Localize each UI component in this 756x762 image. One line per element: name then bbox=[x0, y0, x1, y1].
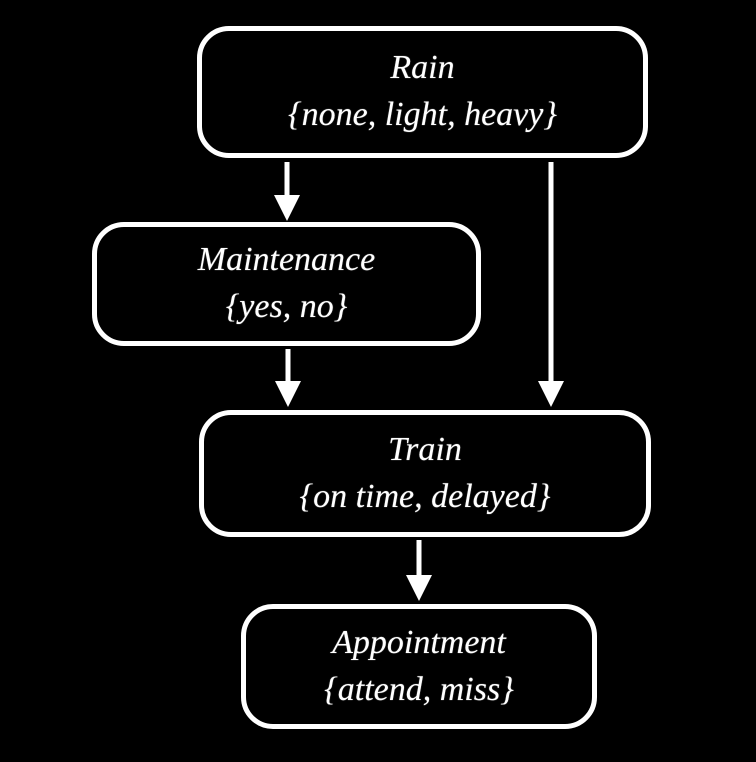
node-appointment-label: Appointment bbox=[332, 623, 506, 661]
edge-rain-to-maintenance-arrow bbox=[274, 162, 300, 221]
node-appointment-values: {attend, miss} bbox=[324, 670, 514, 708]
node-train-values: {on time, delayed} bbox=[299, 477, 551, 515]
node-maintenance: Maintenance {yes, no} bbox=[92, 222, 481, 346]
node-maintenance-values: {yes, no} bbox=[225, 288, 348, 325]
node-train-label: Train bbox=[388, 430, 462, 468]
edge-maintenance-to-train-arrow bbox=[275, 349, 301, 407]
node-rain-label: Rain bbox=[390, 49, 455, 87]
node-rain-values: {none, light, heavy} bbox=[288, 96, 557, 133]
edge-rain-to-train-arrow bbox=[538, 162, 564, 407]
node-appointment: Appointment {attend, miss} bbox=[241, 604, 597, 729]
node-rain: Rain {none, light, heavy} bbox=[197, 26, 648, 158]
node-maintenance-label: Maintenance bbox=[197, 241, 376, 279]
node-train: Train {on time, delayed} bbox=[199, 410, 651, 537]
edge-train-to-appointment-arrow bbox=[406, 540, 432, 601]
